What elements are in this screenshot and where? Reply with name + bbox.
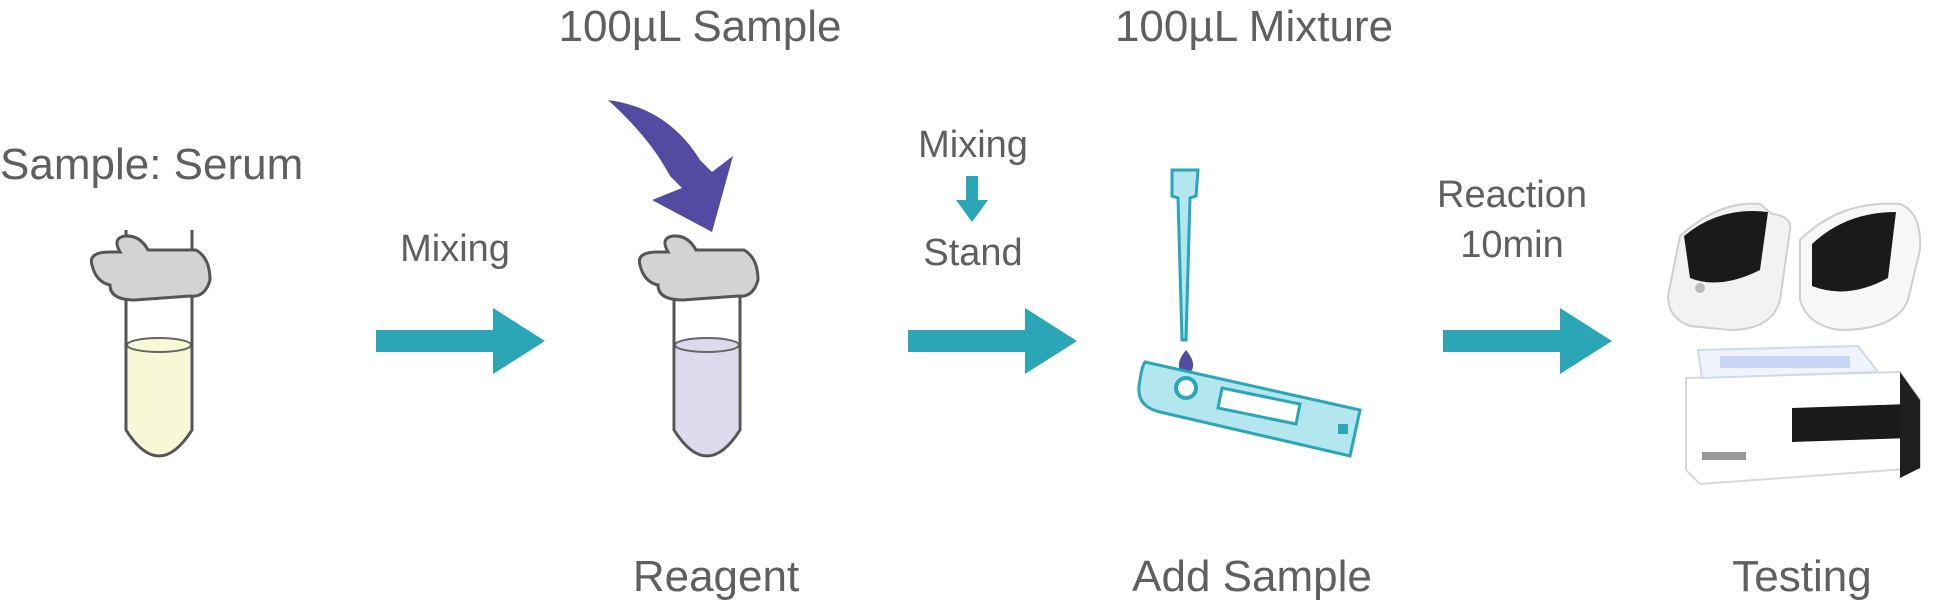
sample-volume-label: 100µL Sample: [558, 2, 842, 51]
reaction-label: Reaction: [1437, 174, 1587, 216]
serum-tube-icon: [89, 230, 212, 458]
arrow-2: [908, 308, 1077, 374]
mixture-volume-label: 100µL Mixture: [1114, 2, 1394, 51]
pipette-icon: [1170, 168, 1200, 373]
reagent-tube-icon: [637, 234, 760, 458]
handheld-analyzer-icon: [1666, 202, 1792, 332]
desktop-analyzer-icon: [1685, 344, 1921, 486]
test-strip-icon: [1137, 360, 1362, 458]
add-sample-label: Add Sample: [1132, 552, 1372, 601]
reagent-label: Reagent: [632, 552, 800, 601]
mixing-label-1: Mixing: [400, 228, 510, 270]
handheld-analyzer-icon-2: [1799, 202, 1922, 332]
arrow-3: [1443, 308, 1612, 374]
arrow-1: [376, 308, 545, 374]
purple-curved-arrow-icon: [608, 100, 733, 232]
stand-label: Stand: [923, 232, 1023, 274]
testing-label: Testing: [1732, 552, 1872, 601]
sample-serum-label: Sample: Serum: [0, 140, 304, 189]
small-down-arrow: [956, 176, 988, 222]
reaction-time-label: 10min: [1460, 224, 1564, 266]
mixing-label-2: Mixing: [918, 124, 1028, 166]
